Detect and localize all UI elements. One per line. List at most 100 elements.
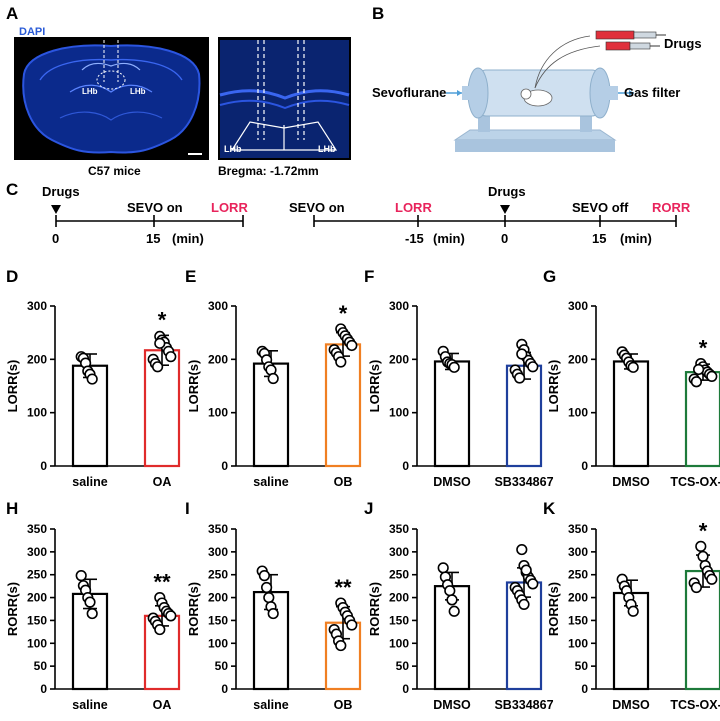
zoomed-illustration <box>219 40 350 158</box>
t1-lorr: LORR <box>211 200 248 215</box>
panel-c: C Drugs SEVO on LORR 0 15 (min) SEVO on … <box>6 180 691 246</box>
t2-rorr: RORR <box>652 200 691 215</box>
data-point <box>516 348 528 360</box>
y-tick-label: 150 <box>27 613 47 627</box>
data-point <box>165 351 177 363</box>
y-tick-label: 50 <box>575 659 589 673</box>
y-tick-label: 200 <box>568 591 588 605</box>
y-tick-label: 100 <box>568 636 588 650</box>
panel-letter-c: C <box>6 180 18 199</box>
data-point <box>527 578 539 590</box>
data-point <box>516 543 528 556</box>
drug-marker-1 <box>51 205 61 214</box>
data-point <box>627 605 639 617</box>
panel-b: B Sevoflurane Gas fil <box>372 4 702 152</box>
category-label: saline <box>253 698 288 712</box>
data-point <box>335 356 347 368</box>
significance-marker: ** <box>153 570 171 595</box>
significance-marker: * <box>699 336 708 361</box>
significance-marker: * <box>699 518 708 543</box>
y-tick-label: 300 <box>389 299 409 313</box>
y-tick-label: 150 <box>208 613 228 627</box>
category-label: TCS-OX-29 <box>670 698 720 712</box>
y-tick-label: 200 <box>27 352 47 366</box>
data-point <box>267 372 279 385</box>
t1-tick-15: 15 <box>146 231 160 246</box>
data-point <box>448 361 460 373</box>
t2-tick-neg15: -15 <box>405 231 424 246</box>
data-point <box>627 361 639 373</box>
data-point <box>346 339 358 352</box>
data-point <box>690 581 703 594</box>
category-label: saline <box>253 475 288 489</box>
y-tick-label: 0 <box>40 459 47 473</box>
data-point <box>448 605 460 617</box>
lhb-zoom-right: LHb <box>318 144 336 154</box>
sevoflurane-label: Sevoflurane <box>372 85 446 100</box>
panel-letter-d: D <box>6 267 18 286</box>
t1-unit: (min) <box>172 231 204 246</box>
y-tick-label: 100 <box>208 406 228 420</box>
data-point <box>695 540 707 552</box>
data-point <box>446 594 458 606</box>
category-label: DMSO <box>612 698 650 712</box>
y-tick-label: 0 <box>402 459 409 473</box>
y-tick-label: 50 <box>215 659 229 673</box>
category-label: DMSO <box>433 698 471 712</box>
data-point <box>86 373 98 385</box>
panel-letter-f: F <box>364 267 374 286</box>
y-tick-label: 100 <box>27 636 47 650</box>
y-axis-label: RORR(s) <box>546 582 561 636</box>
t2-unit-1: (min) <box>433 231 465 246</box>
lhb-zoom-left: LHb <box>224 144 242 154</box>
y-tick-label: 350 <box>208 522 228 536</box>
y-tick-label: 300 <box>27 299 47 313</box>
y-tick-label: 0 <box>581 459 588 473</box>
category-label: saline <box>72 698 107 712</box>
panel-letter-i: I <box>185 499 190 518</box>
category-label: saline <box>72 475 107 489</box>
chamber-apparatus <box>446 30 666 152</box>
panel-a: A DAPI LHb LHb C57 mice <box>6 4 351 178</box>
timeline-1: Drugs SEVO on LORR 0 15 (min) <box>42 184 248 246</box>
data-point <box>518 598 530 611</box>
chart-k: K050100150200250300350RORR(s)DMSOTCS-OX-… <box>543 499 720 712</box>
brain-coronal-illustration <box>22 40 202 155</box>
data-point <box>165 610 177 622</box>
category-label: OA <box>153 475 172 489</box>
category-label: SB334867 <box>494 475 553 489</box>
y-tick-label: 100 <box>27 406 47 420</box>
stain-label: DAPI <box>19 26 45 38</box>
data-point <box>513 372 526 384</box>
bar <box>612 360 650 468</box>
y-tick-label: 350 <box>27 522 47 536</box>
drugs-label: Drugs <box>664 36 702 51</box>
y-tick-label: 350 <box>568 522 588 536</box>
y-tick-label: 100 <box>208 636 228 650</box>
y-tick-label: 50 <box>34 659 48 673</box>
y-tick-label: 250 <box>27 568 47 582</box>
category-label: OA <box>153 698 172 712</box>
data-point <box>258 570 271 582</box>
y-tick-label: 200 <box>27 591 47 605</box>
data-point <box>84 596 96 608</box>
t2-tick-0: 0 <box>501 231 508 246</box>
t2-tick-15: 15 <box>592 231 606 246</box>
data-point <box>697 550 709 563</box>
y-tick-label: 200 <box>568 352 588 366</box>
panel-letter-k: K <box>543 499 556 518</box>
y-tick-label: 300 <box>27 545 47 559</box>
y-tick-label: 200 <box>208 352 228 366</box>
panel-letter-e: E <box>185 267 196 286</box>
data-point <box>335 639 347 652</box>
y-tick-label: 0 <box>40 682 47 696</box>
y-axis-label: LORR(s) <box>5 360 20 413</box>
bar <box>433 360 471 468</box>
category-label: SB334867 <box>494 698 553 712</box>
drug-marker-2 <box>500 205 510 214</box>
